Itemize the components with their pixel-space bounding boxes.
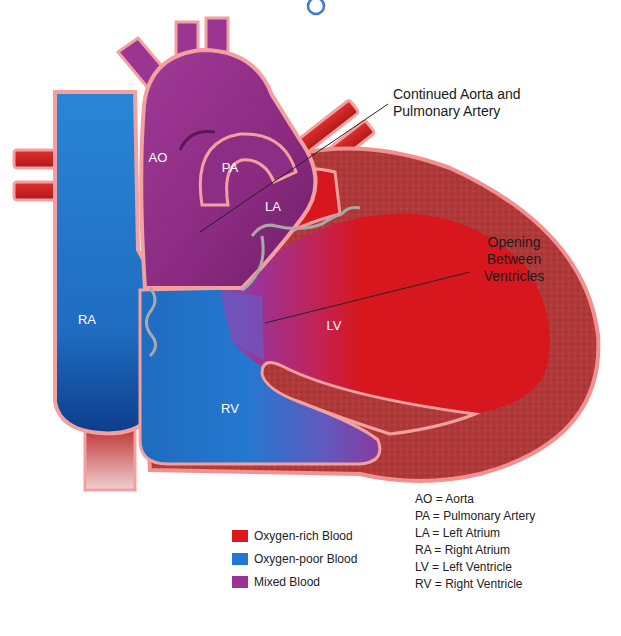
legend-swatch (232, 576, 248, 588)
chamber-label: LA (265, 199, 281, 215)
abbreviation-key: PA = Pulmonary Artery (415, 509, 535, 523)
legend-text: Mixed Blood (254, 575, 320, 589)
chamber-label: PA (222, 160, 238, 176)
chamber-label: RV (221, 401, 239, 417)
abbreviation-key: RA = Right Atrium (415, 543, 510, 557)
chamber-label: LV (327, 318, 342, 334)
callout-text: Continued Aorta and Pulmonary Artery (393, 86, 563, 120)
legend-text: Oxygen-poor Blood (254, 552, 357, 566)
abbreviation-key: RV = Right Ventricle (415, 577, 523, 591)
legend-swatch (232, 553, 248, 565)
abbreviation-key: LV = Left Ventricle (415, 560, 512, 574)
legend-row: Oxygen-rich Blood (232, 529, 353, 543)
callout-text: Opening Between Ventricles (469, 234, 559, 284)
chamber-label: RA (78, 312, 96, 328)
legend-text: Oxygen-rich Blood (254, 529, 353, 543)
legend-row: Oxygen-poor Blood (232, 552, 357, 566)
chamber-label: AO (149, 150, 168, 166)
abbreviation-key: AO = Aorta (415, 492, 474, 506)
legend-row: Mixed Blood (232, 575, 320, 589)
legend-swatch (232, 530, 248, 542)
abbreviation-key: LA = Left Atrium (415, 526, 500, 540)
